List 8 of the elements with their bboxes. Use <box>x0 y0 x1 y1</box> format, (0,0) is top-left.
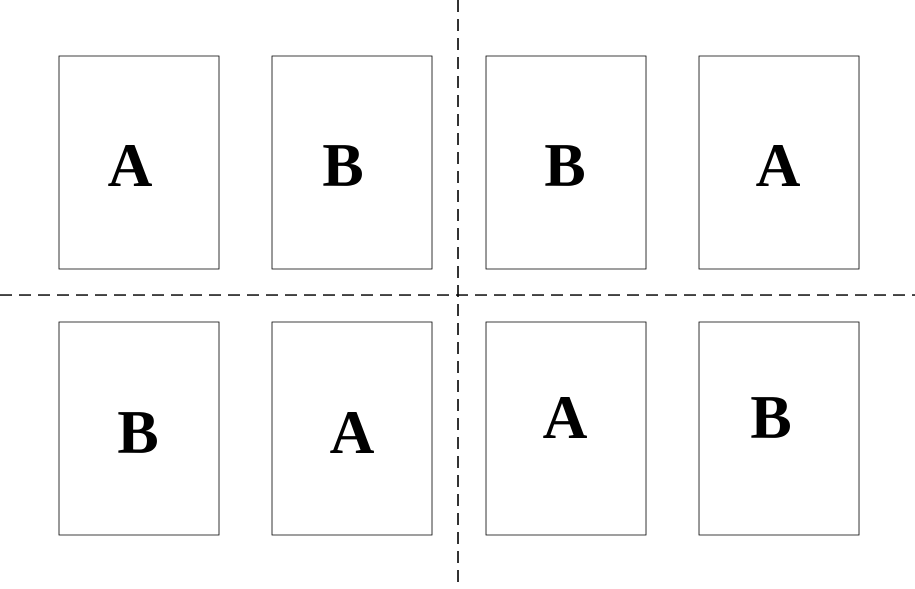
letter-box: A <box>58 56 220 270</box>
letter-box: A <box>272 322 432 536</box>
letter-box: A <box>486 322 646 536</box>
letter-box: B <box>486 56 646 270</box>
letter-box: B <box>272 56 432 270</box>
letter-box: B <box>698 322 860 536</box>
letter-box: A <box>698 56 860 270</box>
letter-box: B <box>58 322 220 536</box>
